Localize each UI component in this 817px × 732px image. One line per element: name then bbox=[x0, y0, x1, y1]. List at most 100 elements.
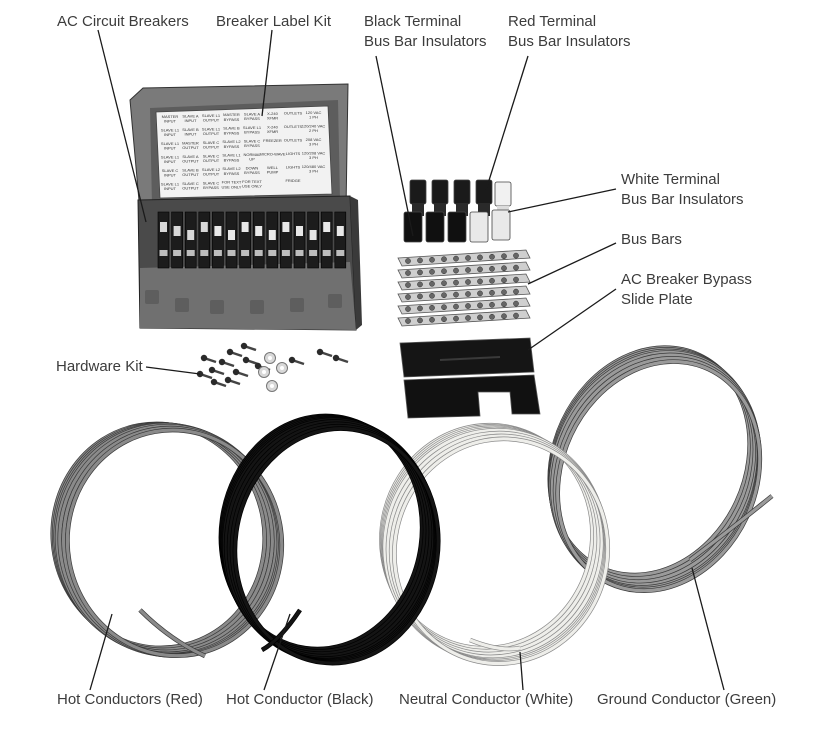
card-cell: SLAVE C bbox=[182, 181, 199, 186]
leader-hardware-kit bbox=[145, 366, 201, 375]
card-cell: MASTER bbox=[223, 112, 240, 117]
breaker bbox=[320, 211, 333, 269]
breaker bbox=[239, 211, 251, 269]
breaker bbox=[157, 211, 170, 269]
label-black-terminal-insulators: Bus Bar Insulators bbox=[364, 33, 487, 50]
wire-loop bbox=[226, 421, 439, 664]
wire-coil-white bbox=[379, 422, 611, 666]
label-bus-bars: Bus Bars bbox=[621, 231, 682, 248]
leader-black-insulators bbox=[375, 55, 414, 237]
insulator bbox=[475, 179, 493, 205]
card-cell: SLAVE L1 bbox=[161, 155, 180, 160]
card-cell: OUTPUT bbox=[203, 171, 220, 176]
card-cell: LIGHTS bbox=[286, 151, 301, 156]
card-cell: SLAVE A bbox=[182, 113, 198, 118]
card-cell: OUTPUT bbox=[203, 131, 220, 136]
card-cell: DOWN bbox=[246, 166, 259, 171]
card-cell: BYPASS bbox=[244, 116, 260, 121]
card-cell: LIGHTS bbox=[286, 164, 301, 169]
card-cell: SLAVE A bbox=[182, 154, 198, 159]
card-cell: OUTLETS bbox=[284, 124, 303, 129]
card-cell: 3 PH bbox=[309, 168, 318, 173]
card-cell: SLAVE C bbox=[203, 180, 220, 185]
leader-hot-black bbox=[263, 613, 291, 691]
card-cell: 120/240 VAC bbox=[302, 123, 326, 128]
card-cell: SLAVE L1 bbox=[222, 153, 241, 158]
card-cell: USE ONLY bbox=[222, 184, 242, 189]
hardware-kit bbox=[196, 342, 349, 392]
card-cell: SLAVE L2 bbox=[222, 166, 241, 171]
card-cell: BYPASS bbox=[224, 157, 240, 162]
card-cell: MICRO-WAVE bbox=[260, 152, 286, 157]
card-cell: 3 PH bbox=[309, 141, 318, 146]
wire-end bbox=[261, 609, 302, 652]
card-cell: INPUT bbox=[164, 173, 177, 178]
card-cell: INPUT bbox=[164, 132, 177, 137]
card-cell: INPUT bbox=[164, 119, 177, 124]
insulator bbox=[403, 211, 423, 243]
leader-white-insulators bbox=[507, 188, 617, 213]
card-cell: SLAVE B bbox=[182, 127, 199, 132]
card-cell: XFMR bbox=[267, 129, 278, 134]
card-cell: BYPASS bbox=[224, 171, 240, 176]
label-ac-breaker-bypass: AC Breaker Bypass bbox=[621, 271, 752, 288]
label-hardware-kit: Hardware Kit bbox=[56, 358, 143, 375]
card-cell: SLAVE C bbox=[162, 168, 179, 173]
card-cell: SLAVE B bbox=[182, 167, 199, 172]
card-cell: INPUT bbox=[164, 186, 177, 191]
card-cell: SLAVE A bbox=[244, 112, 260, 117]
breaker bbox=[252, 211, 265, 269]
label-hot-conductors-red: Hot Conductors (Red) bbox=[57, 691, 203, 708]
breaker bbox=[212, 211, 224, 269]
card-cell: OUTPUT bbox=[182, 172, 199, 177]
card-cell: SLAVE L1 bbox=[161, 128, 180, 133]
card-cell: X-240 bbox=[267, 111, 278, 116]
leader-hot-red bbox=[89, 613, 113, 691]
label-red-terminal-insulators: Bus Bar Insulators bbox=[508, 33, 631, 50]
insulator bbox=[491, 209, 511, 241]
breaker bbox=[198, 211, 211, 269]
card-cell: NORMAL bbox=[243, 152, 261, 157]
leader-bypass-plate bbox=[527, 288, 617, 351]
label-ac-circuit-breakers: AC Circuit Breakers bbox=[57, 13, 189, 30]
card-cell: 120/208 VAC bbox=[302, 150, 326, 155]
card-cell: OUTPUT bbox=[203, 158, 220, 163]
insulator bbox=[447, 211, 467, 243]
bus-bars bbox=[397, 249, 531, 327]
card-cell: WELL bbox=[267, 165, 279, 170]
card-cell: INPUT bbox=[185, 118, 198, 123]
card-cell: BYPASS bbox=[224, 130, 240, 135]
wire-loop bbox=[223, 419, 439, 663]
card-cell: UP bbox=[249, 157, 255, 162]
card-cell: BYPASS bbox=[244, 143, 260, 148]
leader-neutral-white bbox=[519, 651, 524, 691]
card-cell: SLAVE L1 bbox=[202, 126, 221, 131]
label-neutral-conductor-white: Neutral Conductor (White) bbox=[399, 691, 574, 708]
insulator bbox=[469, 211, 489, 243]
terminal-insulators bbox=[403, 179, 512, 243]
card-cell: OUTPUT bbox=[203, 144, 220, 149]
card-cell: 208 VAC bbox=[306, 137, 322, 142]
card-cell: OUTPUT bbox=[182, 186, 199, 191]
leader-lines bbox=[89, 29, 725, 691]
wire-end bbox=[138, 608, 206, 658]
wire-end bbox=[469, 638, 521, 651]
wire-end bbox=[689, 494, 774, 562]
label-breaker-label-kit: Breaker Label Kit bbox=[216, 13, 332, 30]
wire-coil-black bbox=[218, 413, 441, 666]
leader-bus-bars bbox=[527, 242, 617, 285]
card-cell: INPUT bbox=[185, 132, 198, 137]
label-hot-conductor-black: Hot Conductor (Black) bbox=[226, 691, 374, 708]
card-cell: MASTER bbox=[182, 140, 199, 145]
label-slide-plate: Slide Plate bbox=[621, 291, 693, 308]
insulator bbox=[425, 211, 445, 243]
card-cell: MASTER bbox=[162, 114, 179, 119]
breaker-bypass-slide-plate bbox=[399, 337, 541, 419]
breaker bbox=[280, 211, 292, 269]
card-cell: SLAVE L1 bbox=[243, 125, 262, 130]
card-cell: OUTLETS bbox=[284, 137, 303, 142]
